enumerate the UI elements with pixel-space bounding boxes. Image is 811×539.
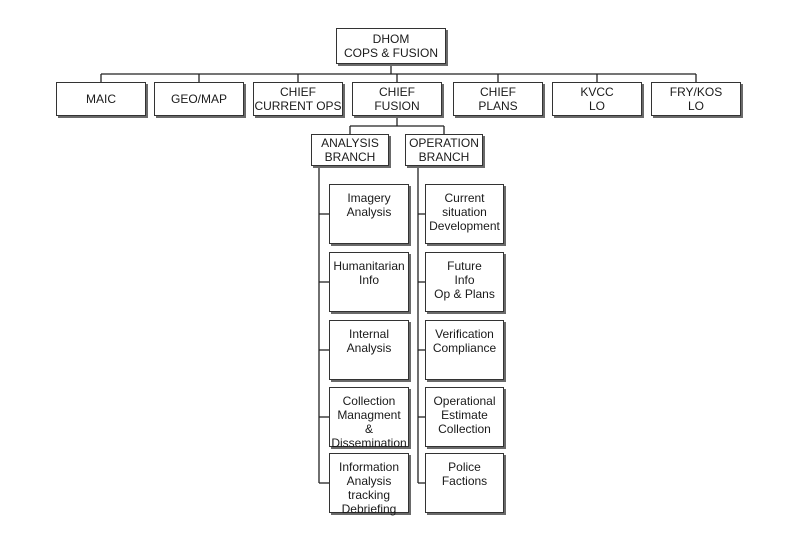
- geo-map-box-line-1: GEO/MAP: [170, 92, 227, 106]
- fry-kos-lo-box-line-1: FRY/KOS: [669, 85, 723, 99]
- analysis-branch-child-2-line-1: Humanitarian: [333, 259, 405, 273]
- analysis-branch-child-5-line-4: Debriefing: [341, 502, 397, 516]
- root-line-1: DHOM: [372, 32, 410, 46]
- kvcc-lo-box-line-2: LO: [588, 99, 605, 113]
- operation-branch-child-5-line-1: Police: [448, 460, 481, 474]
- operation-branch-box-line-1: OPERATION: [409, 136, 479, 150]
- analysis-branch-child-4-line-3: &: [364, 422, 373, 436]
- analysis-branch-box-line-2: BRANCH: [324, 150, 376, 164]
- operation-branch-child-2-line-1: Future: [447, 259, 482, 273]
- chief-fusion-box-line-2: FUSION: [374, 99, 420, 113]
- chief-current-ops-box-line-1: CHIEF: [280, 85, 316, 99]
- maic-box: MAIC: [56, 82, 146, 116]
- operation-branch-child-5-line-2: Factions: [441, 474, 488, 488]
- analysis-branch-child-1-line-1: Imagery: [347, 191, 391, 205]
- chief-plans-box-line-2: PLANS: [478, 99, 518, 113]
- analysis-branch-child-3-line-1: Internal: [348, 327, 390, 341]
- analysis-branch-child-5-line-2: Analysis: [346, 474, 392, 488]
- fry-kos-lo-box-line-2: LO: [687, 99, 704, 113]
- chief-current-ops-box-line-2: CURRENT OPS: [254, 99, 342, 113]
- analysis-branch-child-2-line-2: Info: [358, 273, 379, 287]
- operation-branch-child-1-line-2: situation: [442, 205, 487, 219]
- operation-branch-child-3-line-2: Compliance: [432, 341, 497, 355]
- operation-branch-child-1-line-3: Development: [429, 219, 500, 233]
- chief-plans-box-line-1: CHIEF: [480, 85, 516, 99]
- operation-branch-child-2-line-2: Info: [454, 273, 475, 287]
- operation-branch-child-3-line-1: Verification: [435, 327, 494, 341]
- kvcc-lo-box-line-1: KVCC: [580, 85, 614, 99]
- root-line-2: COPS & FUSION: [343, 46, 438, 60]
- analysis-branch-child-3-line-2: Analysis: [346, 341, 392, 355]
- geo-map-box: GEO/MAP: [154, 82, 244, 116]
- analysis-branch-child-5-line-1: Information: [338, 460, 400, 474]
- dhom-cops-fusion-box: DHOM COPS & FUSION: [336, 28, 446, 64]
- analysis-branch-child-5-line-3: tracking: [347, 488, 391, 502]
- chief-fusion-box-line-1: CHIEF: [379, 85, 415, 99]
- operation-branch-child-4-line-1: Operational: [433, 394, 496, 408]
- analysis-branch-box-line-1: ANALYSIS: [321, 136, 379, 150]
- analysis-branch-child-1-line-2: Analysis: [346, 205, 392, 219]
- operation-branch-box-line-2: BRANCH: [418, 150, 470, 164]
- operation-branch-child-2-line-3: Op & Plans: [434, 287, 495, 301]
- analysis-branch-child-4-line-1: Collection: [342, 394, 396, 408]
- maic-box-line-1: MAIC: [86, 92, 116, 106]
- operation-branch-child-4-line-3: Collection: [438, 422, 491, 436]
- analysis-branch-child-4-line-4: Dissemination: [331, 436, 407, 450]
- analysis-branch-child-4-line-2: Managment: [337, 408, 401, 422]
- operation-branch-child-1-line-1: Current: [444, 191, 485, 205]
- operation-branch-child-4-line-2: Estimate: [441, 408, 488, 422]
